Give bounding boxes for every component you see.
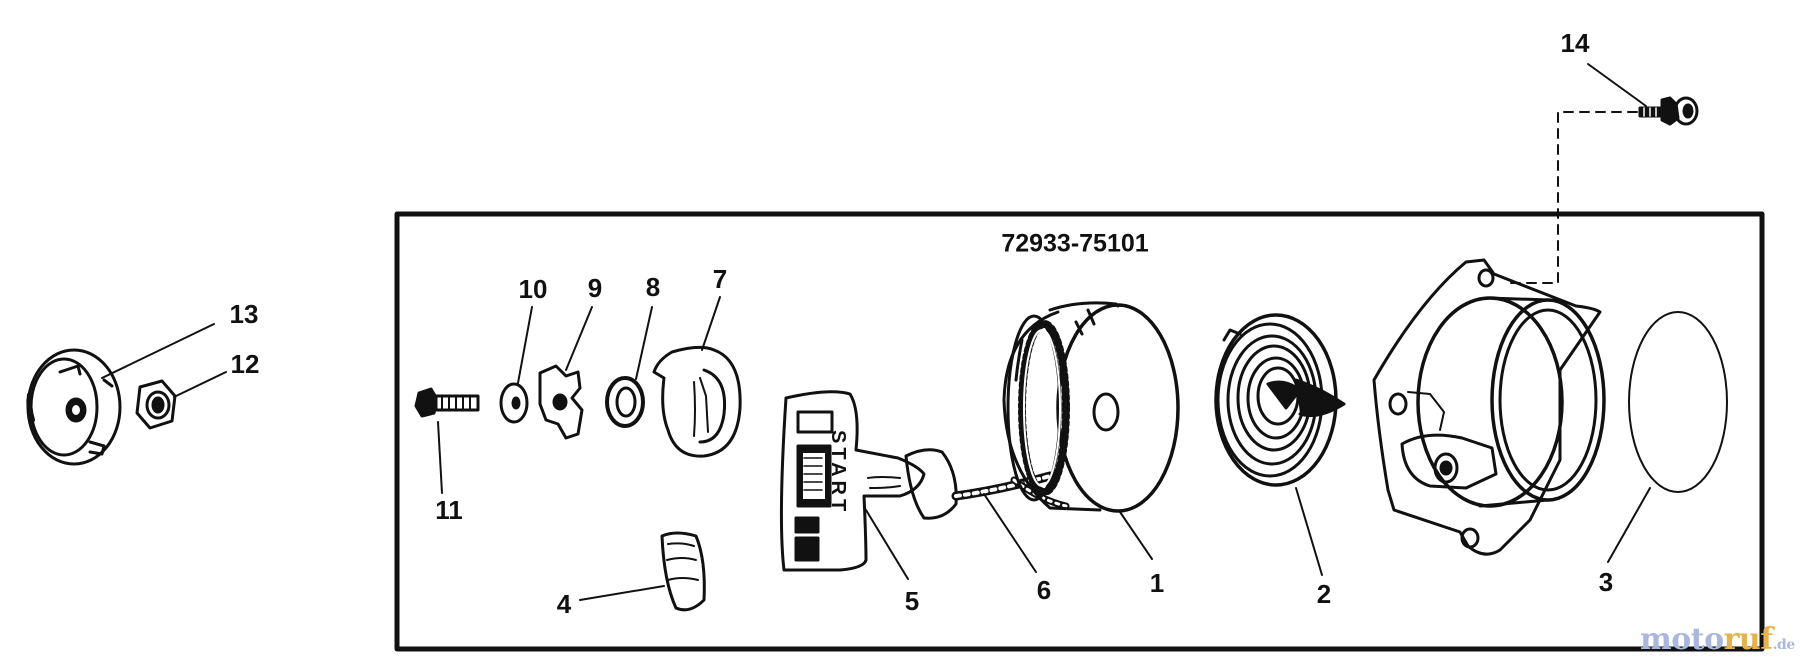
callout-13: 13 — [229, 299, 259, 329]
leader-2 — [1295, 487, 1323, 576]
starter-housing — [1372, 258, 1606, 556]
callout-11: 11 — [435, 495, 463, 525]
leader-6 — [983, 493, 1037, 573]
part-2-recoil-spring — [1214, 313, 1346, 487]
leader-5 — [865, 509, 909, 580]
assembly-frame — [394, 211, 1765, 652]
leader-3 — [1607, 487, 1651, 563]
part-11-bolt — [414, 387, 480, 418]
leader-4 — [579, 585, 665, 601]
leader-lines — [101, 63, 1651, 601]
part-1-pulley — [1002, 301, 1180, 513]
leader-7 — [701, 296, 721, 351]
callout-14: 14 — [1560, 28, 1590, 58]
leader-13 — [101, 323, 215, 379]
callout-3: 3 — [1598, 567, 1614, 597]
leader-9 — [565, 306, 593, 371]
part-4-insert — [660, 531, 706, 612]
part-12-nut — [135, 379, 177, 430]
part-10-washer — [499, 382, 529, 424]
leader-1 — [1119, 511, 1153, 560]
start-text: START — [827, 430, 849, 515]
watermark-part1: moto — [1640, 622, 1724, 657]
part-8-spring — [605, 376, 645, 428]
part-7-cam — [652, 345, 742, 458]
part-5-start-handle: START — [779, 390, 958, 572]
leader-8 — [635, 306, 653, 380]
callout-9: 9 — [587, 273, 603, 303]
callout-1: 1 — [1149, 568, 1165, 598]
watermark-part2: ruf — [1723, 622, 1774, 657]
part-13-starter-cup — [26, 348, 122, 466]
callout-6: 6 — [1036, 575, 1052, 605]
callout-2: 2 — [1316, 579, 1332, 609]
callout-8: 8 — [645, 272, 661, 302]
callout-12: 12 — [230, 349, 260, 379]
callout-5: 5 — [904, 586, 920, 616]
part-14-dashed-leader — [1504, 111, 1654, 284]
leader-11 — [437, 421, 443, 494]
callout-10: 10 — [518, 274, 548, 304]
part-9-pawl — [538, 364, 584, 440]
assembly-number: 72933-75101 — [1001, 229, 1149, 258]
motoruf-watermark: motoruf.de — [1640, 622, 1795, 657]
callout-7: 7 — [712, 264, 728, 294]
leader-12 — [173, 371, 227, 398]
watermark-part3: .de — [1772, 637, 1796, 653]
leader-14 — [1587, 63, 1647, 107]
callout-4: 4 — [556, 589, 572, 619]
part-3-gasket — [1628, 311, 1728, 493]
leader-10 — [517, 306, 533, 384]
part-14-screw — [1638, 96, 1699, 126]
